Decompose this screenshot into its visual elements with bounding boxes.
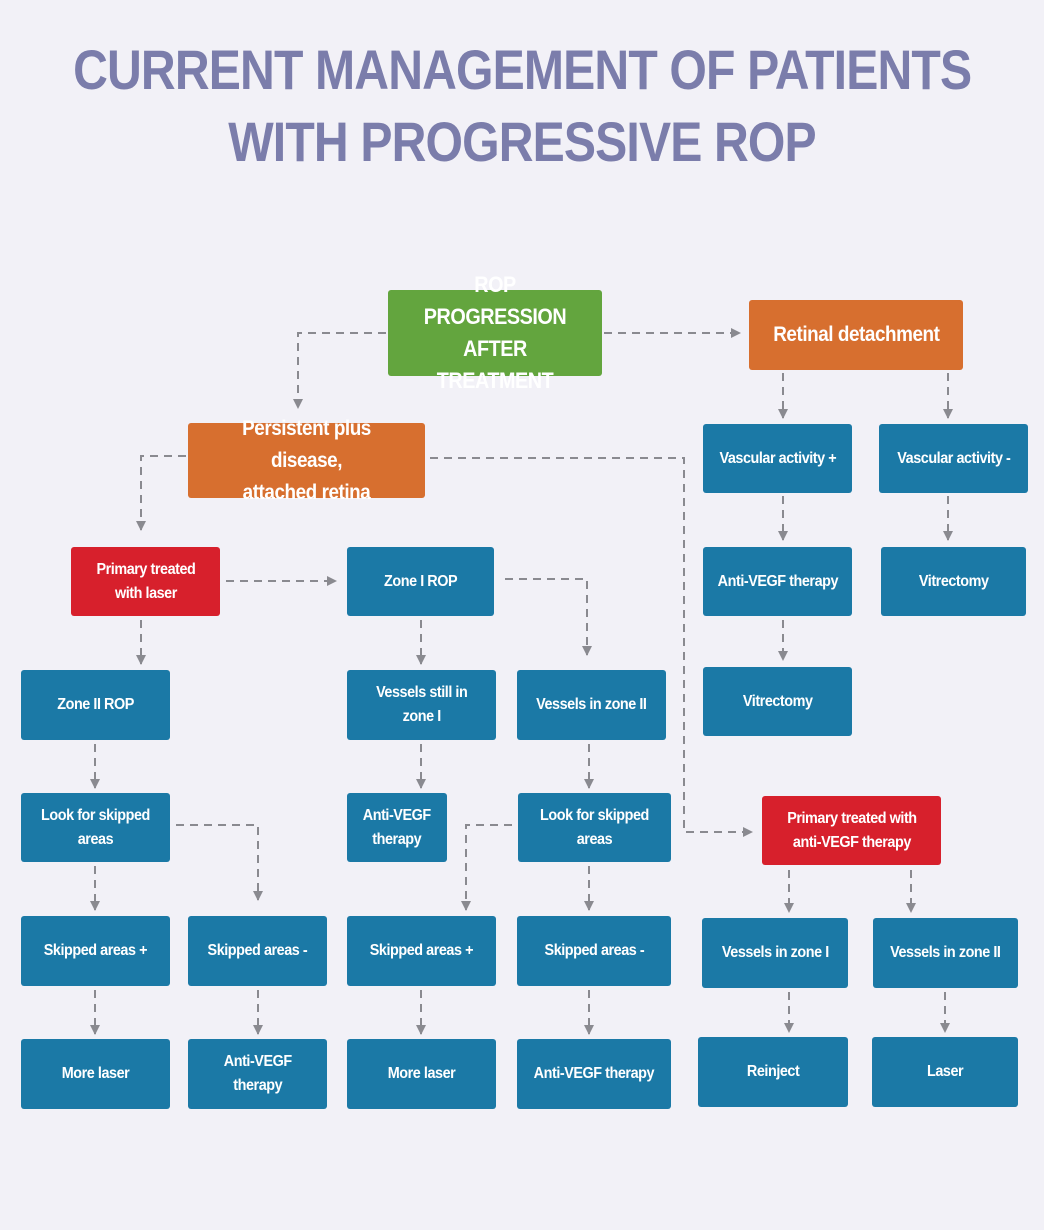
title-line-2: WITH PROGRESSIVE ROP [228, 110, 816, 173]
anti-vegf-left-node: Anti-VEGF therapy [188, 1039, 327, 1109]
arrow-persistent-to-primary-anti-vegf [430, 457, 753, 837]
rd-anti-vegf-node: Anti-VEGF therapy [703, 547, 852, 616]
rd-vitrectomy-plus-node: Vitrectomy [703, 667, 852, 736]
title-line-1: CURRENT MANAGEMENT OF PATIENTS [73, 38, 972, 101]
skipped-minus-1-node: Skipped areas - [188, 916, 327, 986]
primary-anti-vegf-node: Primary treated with anti-VEGF therapy [762, 796, 941, 865]
look-skipped-left-node: Look for skipped areas [21, 793, 170, 862]
arrow-zone1-to-vessels-zone2 [505, 578, 592, 656]
skipped-plus-2-node: Skipped areas + [347, 916, 496, 986]
vascular-activity-minus-node: Vascular activity - [879, 424, 1028, 493]
vascular-activity-plus-node: Vascular activity + [703, 424, 852, 493]
more-laser-2-node: More laser [347, 1039, 496, 1109]
anti-vegf-bottom-node: Anti-VEGF therapy [517, 1039, 671, 1109]
zone1-rop-node: Zone I ROP [347, 547, 494, 616]
skipped-plus-1-node: Skipped areas + [21, 916, 170, 986]
persistent-plus-node: Persistent plus disease, attached retina [188, 417, 425, 504]
anti-vegf-mid-node: Anti-VEGF therapy [347, 793, 447, 862]
rd-vitrectomy-minus-node: Vitrectomy [881, 547, 1026, 616]
vessels-zone1-right-node: Vessels in zone I [702, 918, 848, 988]
vessels-zone2-right-node: Vessels in zone II [873, 918, 1018, 988]
arrow-persistent-to-primary-laser [136, 455, 186, 531]
vessels-zone2-mid-node: Vessels in zone II [517, 670, 666, 740]
retinal-detachment-node: Retinal detachment [749, 300, 963, 370]
laser-node: Laser [872, 1037, 1018, 1107]
skipped-minus-2-node: Skipped areas - [517, 916, 671, 986]
look-skipped-mid-node: Look for skipped areas [518, 793, 671, 862]
zone2-rop-node: Zone II ROP [21, 670, 170, 740]
diagram-title: CURRENT MANAGEMENT OF PATIENTS WITH PROG… [73, 34, 972, 178]
vessels-still-zone1-node: Vessels still in zone I [347, 670, 496, 740]
primary-laser-node: Primary treated with laser [71, 547, 220, 616]
reinject-node: Reinject [698, 1037, 848, 1107]
arrow-look-left-to-skipped-minus [176, 824, 263, 901]
root-node: ROP PROGRESSION AFTER TREATMENT [388, 272, 602, 393]
arrow-look-mid-to-skipped-plus [461, 824, 512, 911]
more-laser-1-node: More laser [21, 1039, 170, 1109]
arrow-root-to-persistent [293, 332, 386, 409]
